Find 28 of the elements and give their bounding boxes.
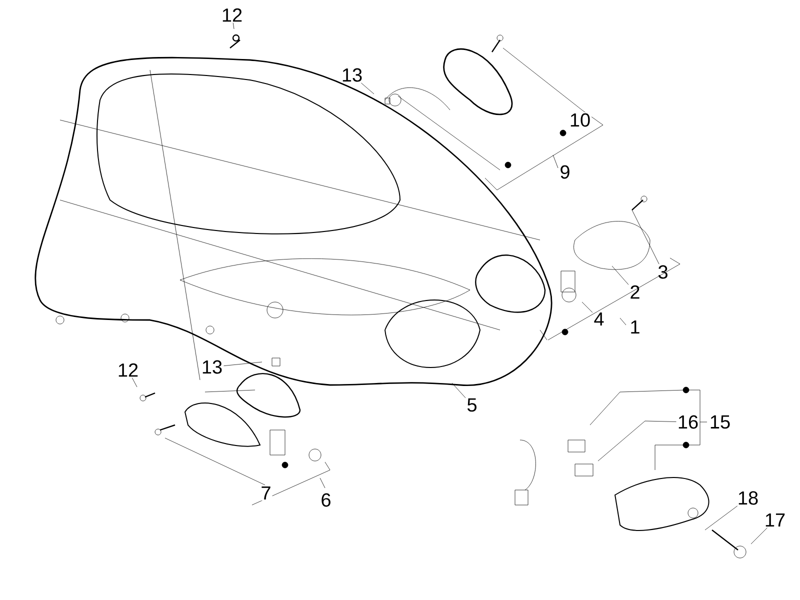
callout-number: 12: [118, 363, 138, 377]
callout-number: 10: [568, 112, 592, 128]
leader-line: [232, 22, 234, 30]
leader-line: [704, 506, 738, 530]
callout-number: 13: [342, 68, 362, 82]
callout-number: 3: [658, 265, 668, 279]
callout-number: 2: [630, 285, 640, 299]
leader-line: [452, 382, 466, 398]
callout-number: 7: [260, 485, 272, 501]
callout-number: 12: [222, 8, 242, 22]
callout-number: 4: [594, 312, 604, 326]
leader-line: [360, 82, 374, 94]
callout-number: 17: [766, 513, 785, 527]
callout-number: 13: [202, 360, 222, 374]
leader-line: [224, 362, 262, 366]
leader-line: [612, 266, 629, 285]
callout-number: 9: [558, 164, 572, 180]
callout-number: 1: [628, 319, 642, 335]
callout-number: 15: [708, 414, 732, 430]
callout-number: 6: [320, 492, 332, 508]
leader-line: [632, 210, 660, 264]
callout-number: 18: [738, 491, 758, 505]
leader-line: [582, 302, 593, 313]
leader-line: [598, 420, 676, 462]
callout-number: 5: [467, 398, 476, 412]
leader-line: [132, 378, 138, 388]
callout-number: 16: [678, 415, 698, 429]
leader-line: [750, 528, 768, 544]
